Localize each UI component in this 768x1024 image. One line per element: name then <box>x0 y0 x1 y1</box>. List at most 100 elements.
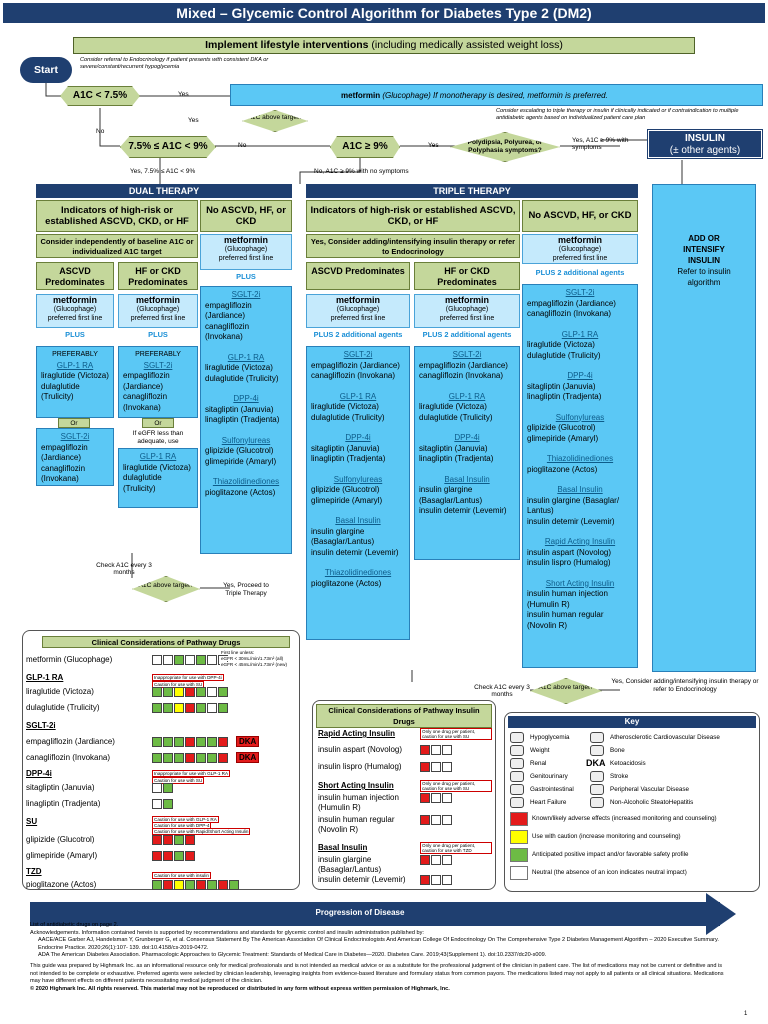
clinical-note-10-2: Caution for use with Rapid/Short Acting … <box>152 828 251 835</box>
clinical-drug-6: canagliflozin (Invokana) <box>26 753 111 762</box>
dual-ascvd-sglt2-title: SGLT-2i <box>60 432 90 441</box>
add-insulin-l3: INSULIN <box>688 256 720 265</box>
clinical-effect-icon-6-2 <box>174 753 184 763</box>
clinical-effect-icon-3-1 <box>163 703 173 713</box>
dual-high-risk: Indicators of high-risk or established A… <box>36 200 198 232</box>
dual-no-list: SGLT-2i empagliflozin (Jardiance) canagl… <box>200 286 292 554</box>
triple-no-ascvd: No ASCVD, HF, or CKD <box>522 200 638 232</box>
key-label-right-5: Non-Alcoholic SteatoHepatitis <box>610 799 694 806</box>
triple-no-sglt2-1: canagliflozin (Invokana) <box>527 309 612 318</box>
triple-no-rapid-title: Rapid Acting Insulin <box>544 537 616 546</box>
decision-a1c-ge-9: A1C ≥ 9% <box>330 136 400 158</box>
insulin-effect-icon-4-0 <box>420 793 430 803</box>
dual-no-glp1-1: dulaglutide (Trulicity) <box>205 373 279 383</box>
no-symptoms-label: No, A1C ≥ 9% with no symptoms <box>314 168 409 175</box>
clinical-effect-icon-11-3 <box>185 835 195 845</box>
dual-no-su-1: glimepiride (Amaryl) <box>205 456 277 466</box>
triple-no-dpp4-1: linagliptin (Tradjenta) <box>527 392 602 401</box>
no-label-2: No <box>238 142 247 149</box>
dual-hf-glp1-item-0: liraglutide (Victoza) <box>123 462 191 472</box>
triple-ascvd: ASCVD Predominates <box>306 262 410 290</box>
dual-no-tzd-title: Thiazolidinediones <box>212 477 280 486</box>
triple-no-rapid-1: insulin lispro (Humalog) <box>527 558 611 567</box>
insulin-effect-icon-7-0 <box>420 855 430 865</box>
clinical-icon-strip-8 <box>152 783 173 793</box>
clinical-effect-icon-14-0 <box>152 880 162 890</box>
lifestyle-banner: Implement lifestyle interventions (inclu… <box>73 37 695 54</box>
dual-consider: Consider independently of baseline A1C o… <box>36 234 198 258</box>
dual-ascvd-glp1-item-0: liraglutide (Victoza) <box>41 371 109 380</box>
dual-hf-egfr-note: If eGFR less than adequate, use <box>132 430 184 445</box>
triple-no-short-0: insulin human injection (Humulin R) <box>527 589 608 609</box>
dual-no-dpp4-1: linagliptin (Tradjenta) <box>205 415 280 424</box>
dual-hf-glp1-item-1: dulaglutide (Trulicity) <box>123 473 162 493</box>
insulin-drug-8: insulin detemir (Levemir) <box>318 875 406 884</box>
dual-ascvd-plus: PLUS <box>65 330 85 339</box>
triple-no-dpp4-title: DPP-4i <box>567 371 593 380</box>
footer-l5: This guide was prepared by Highmark Inc.… <box>30 962 724 985</box>
triple-hf: HF or CKD Predominates <box>414 262 520 290</box>
clinical-effect-icon-12-2 <box>174 851 184 861</box>
dual-hf-met-name: metformin <box>135 295 180 305</box>
insulin-effect-icon-8-0 <box>420 875 430 885</box>
triple-no-basal-1: insulin detemir (Levemir) <box>527 516 615 526</box>
dual-no-glp1-0: liraglutide (Victoza) <box>205 363 273 372</box>
clinical-drug-1: GLP-1 RA <box>26 673 64 682</box>
triple-no-short-1: insulin human regular (Novolin R) <box>527 610 604 630</box>
clinical-effect-icon-5-1 <box>163 737 173 747</box>
dual-proceed: Yes, Proceed to Triple Therapy <box>223 582 269 597</box>
add-insulin-l1: ADD OR <box>688 234 720 243</box>
clinical-effect-icon-3-0 <box>152 703 162 713</box>
insulin-box: INSULIN (± other agents) <box>647 129 763 159</box>
insulin-effect-icon-2-1 <box>431 762 441 772</box>
triple-ascvd-su-0: glipizide (Glucotrol) <box>311 485 380 494</box>
triple-hf-basal-1: insulin detemir (Levemir) <box>419 506 507 515</box>
clinical-effect-icon-14-7 <box>229 880 239 890</box>
clinical-note-1-0: Inappropriate for use with DPP-4i <box>152 674 224 681</box>
clinical-drug-7: DPP-4i <box>26 769 52 778</box>
dual-check-a1c: Check A1C every 3 months <box>96 562 152 576</box>
dual-ascvd-met-glu: (Glucophage) <box>53 306 97 313</box>
clinical-icon-strip-5 <box>152 737 228 747</box>
clinical-drug-3: dulaglutide (Trulicity) <box>26 703 100 712</box>
triple-ascvd-dpp4-0: sitagliptin (Januvia) <box>311 443 380 453</box>
clinical-effect-icon-8-0 <box>152 783 162 793</box>
nash-icon <box>590 797 604 808</box>
triple-hf-dpp4-1: linagliptin (Tradjenta) <box>419 454 494 463</box>
lifestyle-rest: (including medically assisted weight los… <box>368 39 563 51</box>
key-swatch-label-red: Known/likely adverse effects (increased … <box>532 815 717 822</box>
insulin-effect-icon-2-0 <box>420 762 430 772</box>
insulin-effect-icon-5-1 <box>431 815 441 825</box>
clinical-effect-icon-2-2 <box>174 687 184 697</box>
dual-hf-sglt2-item-1: canagliflozin (Invokana) <box>123 392 168 412</box>
clinical-effect-icon-3-6 <box>218 703 228 713</box>
clinical-drug-0: metformin (Glucophage) <box>26 655 113 664</box>
stroke-icon <box>590 771 604 782</box>
insulin-icon-strip-1 <box>420 745 452 755</box>
triple-hf-metformin: metformin (Glucophage) preferred first l… <box>414 294 520 328</box>
clinical-note-0-2: eGFR < 45mL/min/1.73m² (new) <box>220 662 288 667</box>
key-label-left-5: Heart Failure <box>530 799 567 806</box>
clinical-effect-icon-3-2 <box>174 703 184 713</box>
clinical-note-7-0: Inappropriate for use with GLP-1 RA <box>152 770 231 777</box>
dual-hf-met-glu: (Glucophage) <box>136 306 180 313</box>
clinical-icon-strip-9 <box>152 799 173 809</box>
hypoglycemia-icon <box>510 732 524 743</box>
start-node: Start <box>20 57 72 83</box>
clinical-icon-strip-0 <box>152 655 228 665</box>
dual-no-glp1-title: GLP-1 RA <box>227 352 265 362</box>
triple-ascvd-list: SGLT-2i empagliflozin (Jardiance) canagl… <box>306 346 410 640</box>
triple-no-su-1: glimepiride (Amaryl) <box>527 433 599 443</box>
dual-no-sglt2-0: empagliflozin (Jardiance) <box>205 300 252 321</box>
clinical-effect-icon-14-4 <box>196 880 206 890</box>
insulin-effect-icon-8-1 <box>431 875 441 885</box>
triple-ascvd-metformin: metformin (Glucophage) preferred first l… <box>306 294 410 328</box>
key-swatch-green <box>510 848 528 862</box>
progression-arrow-body <box>30 902 720 926</box>
heart-failure-icon <box>510 797 524 808</box>
triple-ascvd-basal-1: insulin detemir (Levemir) <box>311 547 399 557</box>
dual-ascvd-glp1-item-1: dulaglutide (Trulicity) <box>41 381 80 402</box>
clinical-effect-icon-2-5 <box>207 687 217 697</box>
clinical-effect-icon-11-0 <box>152 835 162 845</box>
clinical-drug-13: TZD <box>26 867 42 876</box>
